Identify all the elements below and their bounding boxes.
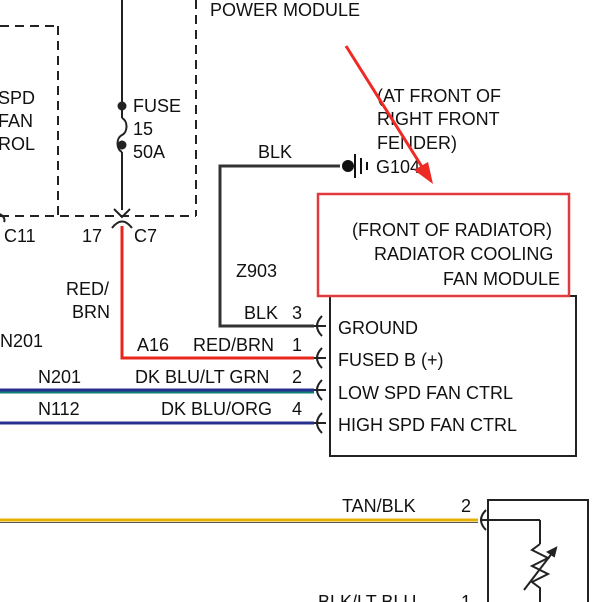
pin1-number: 1 (292, 335, 302, 355)
red-brn-label-1: RED/ (66, 279, 109, 299)
pin3-number: 3 (292, 303, 302, 323)
pin-function-low-spd: LOW SPD FAN CTRL (338, 383, 513, 403)
spd-partial-label: SPD (0, 88, 35, 108)
lower-connector (480, 509, 541, 544)
pin4-number: 4 (292, 399, 302, 419)
n201-left-label: N201 (0, 331, 43, 351)
lower-pin-2: 2 (461, 496, 471, 516)
n112-label: N112 (38, 399, 80, 419)
sensor-box (487, 499, 589, 602)
fuse-number: 15 (133, 119, 153, 139)
blk-lt-blu-label: BLK/LT BLU (318, 592, 416, 602)
pin-function-ground: GROUND (338, 318, 418, 338)
power-module-label: POWER MODULE (210, 0, 360, 20)
fan-partial-label: FAN (0, 111, 33, 131)
blk-ground-wire (218, 164, 340, 328)
fan-control-box (0, 25, 59, 216)
g104-label: G104 (376, 157, 420, 177)
c11-label: C11 (4, 226, 36, 246)
blk-ground-label: BLK (258, 142, 292, 162)
rol-partial-label: ROL (0, 134, 35, 154)
lower-pin-1: 1 (461, 592, 471, 602)
fuse-label: FUSE (133, 96, 181, 116)
red-brn-wire (120, 226, 314, 360)
a16-label: A16 (137, 335, 169, 355)
tan-blk-label: TAN/BLK (342, 496, 416, 516)
pin-17-label: 17 (82, 226, 102, 246)
pin3-wire-color: BLK (244, 303, 278, 323)
pin-function-fused-b: FUSED B (+) (338, 350, 444, 370)
red-brn-label-2: BRN (72, 302, 110, 322)
ground-note-line1: (AT FRONT OF (377, 86, 501, 106)
thermistor-icon (523, 543, 558, 602)
power-module-box (0, 0, 197, 217)
c7-label: C7 (134, 226, 157, 246)
fuse-15 (116, 0, 128, 210)
pin2-wire-color: DK BLU/LT GRN (135, 367, 269, 387)
ground-note-line3: FENDER) (377, 133, 457, 153)
module-name-line2: FAN MODULE (443, 269, 560, 289)
pin-function-high-spd: HIGH SPD FAN CTRL (338, 415, 517, 435)
n201-label: N201 (38, 367, 81, 387)
z903-label: Z903 (236, 261, 277, 281)
pin2-number: 2 (292, 367, 302, 387)
pin1-wire-color: RED/BRN (193, 335, 274, 355)
fuse-rating: 50A (133, 142, 165, 162)
highlight-box (316, 192, 571, 298)
annotation-arrow-icon (344, 45, 433, 184)
module-connector-pins (314, 315, 326, 434)
ground-g104-icon (342, 154, 368, 178)
pin4-wire-color: DK BLU/ORG (161, 399, 272, 419)
module-name-line1: RADIATOR COOLING (374, 244, 553, 264)
module-location-note: (FRONT OF RADIATOR) (352, 220, 552, 240)
ground-note-line2: RIGHT FRONT (377, 109, 500, 129)
connector-c7 (0, 208, 133, 229)
